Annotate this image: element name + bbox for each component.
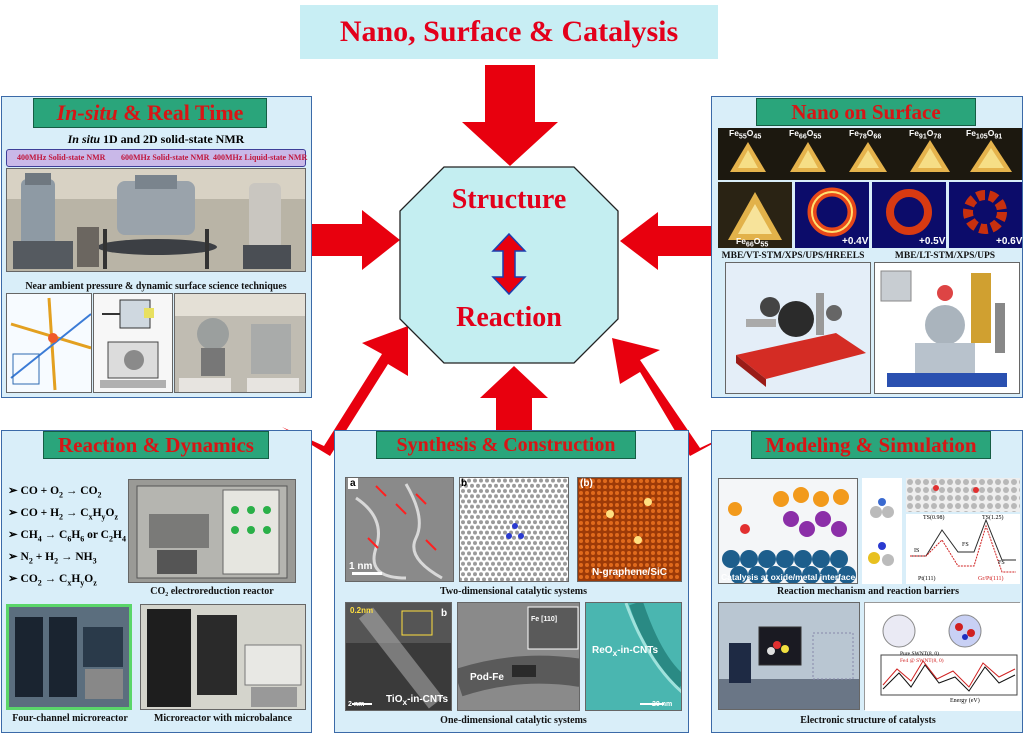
label-ngraphene: N-graphene/SiC [592, 567, 668, 578]
page-title-box: Nano, Surface & Catalysis [300, 5, 718, 59]
label-tiox: TiOx-in-CNTs [386, 694, 449, 707]
nmr-label-2: 600MHz Solid-state NMR [121, 153, 210, 162]
surface-lab-photo [174, 293, 306, 393]
four-channel-caption: Four-channel microreactor [12, 713, 128, 724]
insitu-title-italic: In-situ [56, 100, 118, 125]
caption-2d: Two-dimensional catalytic systems [439, 586, 588, 597]
label-b3: b [441, 608, 448, 619]
panel-reaction-title: Reaction & Dynamics [43, 431, 269, 459]
microbalance-caption: Microreactor with microbalance [153, 713, 293, 724]
diagram-apparatus [93, 293, 173, 393]
surface-slab [906, 478, 1020, 512]
arrow-left [312, 210, 400, 270]
caption-1d: One-dimensional catalytic systems [440, 715, 587, 726]
hrtem-image [345, 477, 454, 582]
stm-label-5: Fe105O91 [966, 128, 1003, 141]
label-20nm: 20 nm [652, 701, 673, 708]
mbe-vt-stm-render [725, 262, 871, 394]
four-channel-photo [6, 604, 132, 710]
stm-label-2: Fe66O55 [789, 128, 822, 141]
insitu-caption2: Near ambient pressure & dynamic surface … [25, 281, 287, 292]
label-b: b [461, 478, 468, 489]
n-graphene-stm [577, 477, 682, 582]
page-title: Nano, Surface & Catalysis [339, 15, 679, 48]
stm-label-4: Fe91O78 [909, 128, 942, 141]
nmr-label-3: 400MHz Liquid-state NMR [213, 153, 308, 162]
pdos-xlabel: Energy (eV) [950, 698, 980, 704]
reaction-eq-3: ➢ CH4 → C6H6 or C2H4 [8, 529, 126, 544]
nmr-label-1: 400MHz Solid-state NMR [17, 153, 106, 162]
label-catalysis: Catalysis at oxide/metal interface [721, 572, 856, 582]
pdos-legend-2: Fe4 @ SWNT(8, 0) [900, 658, 944, 664]
arrow-bottom [480, 366, 548, 430]
label-b2: (b) [580, 478, 593, 489]
reaction-eq-1: ➢ CO + O2 → CO2 [8, 485, 102, 500]
label-1nm: 1 nm [349, 561, 373, 572]
voltage-label-3: +0.6V [996, 236, 1023, 247]
center-octagon [399, 166, 619, 364]
stm-clusters-top [718, 128, 1022, 180]
label-podfe: Pod-Fe [470, 672, 504, 683]
panel-modeling-title: Modeling & Simulation [751, 431, 991, 459]
reaction-eq-4: ➢ N2 + H2 → NH3 [8, 551, 97, 566]
reaction-eq-2: ➢ CO + H2 → CxHyOz [8, 507, 119, 522]
mbe-lt-stm-render [874, 262, 1020, 394]
label-fe110: Fe [110] [531, 616, 558, 623]
stm-clusters-bottom [718, 182, 1022, 248]
stm-label-3: Fe78O66 [849, 128, 882, 141]
diagram-napxps [6, 293, 92, 393]
caption-electronic: Electronic structure of catalysts [800, 715, 936, 726]
label-is: IS [914, 548, 920, 554]
panel-insitu-title: In-situ & Real Time [33, 98, 267, 128]
panel-nano-title: Nano on Surface [756, 98, 976, 126]
microbalance-photo [140, 604, 306, 710]
label-reox: ReOx-in-CNTs [592, 645, 659, 658]
insitu-subtitle-rest: 1D and 2D solid-state NMR [100, 132, 245, 146]
voltage-label-1: +0.4V [842, 236, 869, 247]
insitu-subtitle: In situ 1D and 2D solid-state NMR [6, 132, 306, 147]
insitu-title-rest: & Real Time [117, 100, 244, 125]
nmr-label-bar: 400MHz Solid-state NMR 600MHz Solid-stat… [6, 149, 308, 167]
label-d: 0.2nm [350, 606, 374, 615]
mechanism-snapshots [862, 478, 902, 584]
label-ts2: TS(1.25) [982, 515, 1004, 521]
tiox-image [345, 602, 452, 711]
arrow-right [620, 212, 712, 270]
computer-cluster-photo [718, 602, 860, 710]
nano-tech-2: MBE/LT-STM/XPS/UPS [894, 251, 996, 261]
reox-image [585, 602, 682, 711]
energy-profile [906, 514, 1020, 584]
caption-mechanism: Reaction mechanism and reaction barriers [776, 586, 959, 597]
voltage-label-2: +0.5V [919, 236, 946, 247]
reaction-eq-5: ➢ CO2 → CxHyOz [8, 573, 97, 588]
arrow-lower-right [612, 338, 738, 456]
center-reaction: Reaction [456, 302, 562, 333]
oxide-metal-model [718, 478, 858, 584]
label-fs1: FS [962, 542, 969, 548]
insitu-subtitle-italic: In situ [67, 132, 100, 146]
nmr-lab-photo [6, 168, 306, 272]
label-ts1: TS(0.98) [923, 515, 945, 521]
label-pt: Pt(111) [918, 576, 936, 582]
pdos-legend-1: Pure SWNT(8, 0) [900, 651, 939, 657]
stm-row-top [718, 128, 1022, 180]
panel-synthesis-title: Synthesis & Construction [376, 431, 636, 459]
stm-row-bottom [718, 182, 1022, 248]
stm-label-1: Fe55O45 [729, 128, 762, 141]
label-a: a [348, 478, 358, 489]
podfe-image [457, 602, 580, 711]
pdos-plot [864, 602, 1021, 711]
label-fs2: FS [998, 560, 1005, 566]
arrow-top [462, 65, 558, 166]
center-structure: Structure [451, 184, 567, 215]
nano-tech-1: MBE/VT-STM/XPS/UPS/HREELS [721, 251, 865, 261]
label-2nm: 2 nm [348, 701, 365, 708]
double-arrow-icon [491, 232, 527, 296]
stm-label-6: Fe66O55 [736, 236, 769, 249]
label-fept: Gr/Pt(111) [978, 576, 1004, 582]
co2-reactor-caption: CO₂ electroreduction reactor [150, 586, 274, 597]
graphene-lattice [459, 477, 569, 582]
co2-reactor-photo [128, 479, 296, 583]
